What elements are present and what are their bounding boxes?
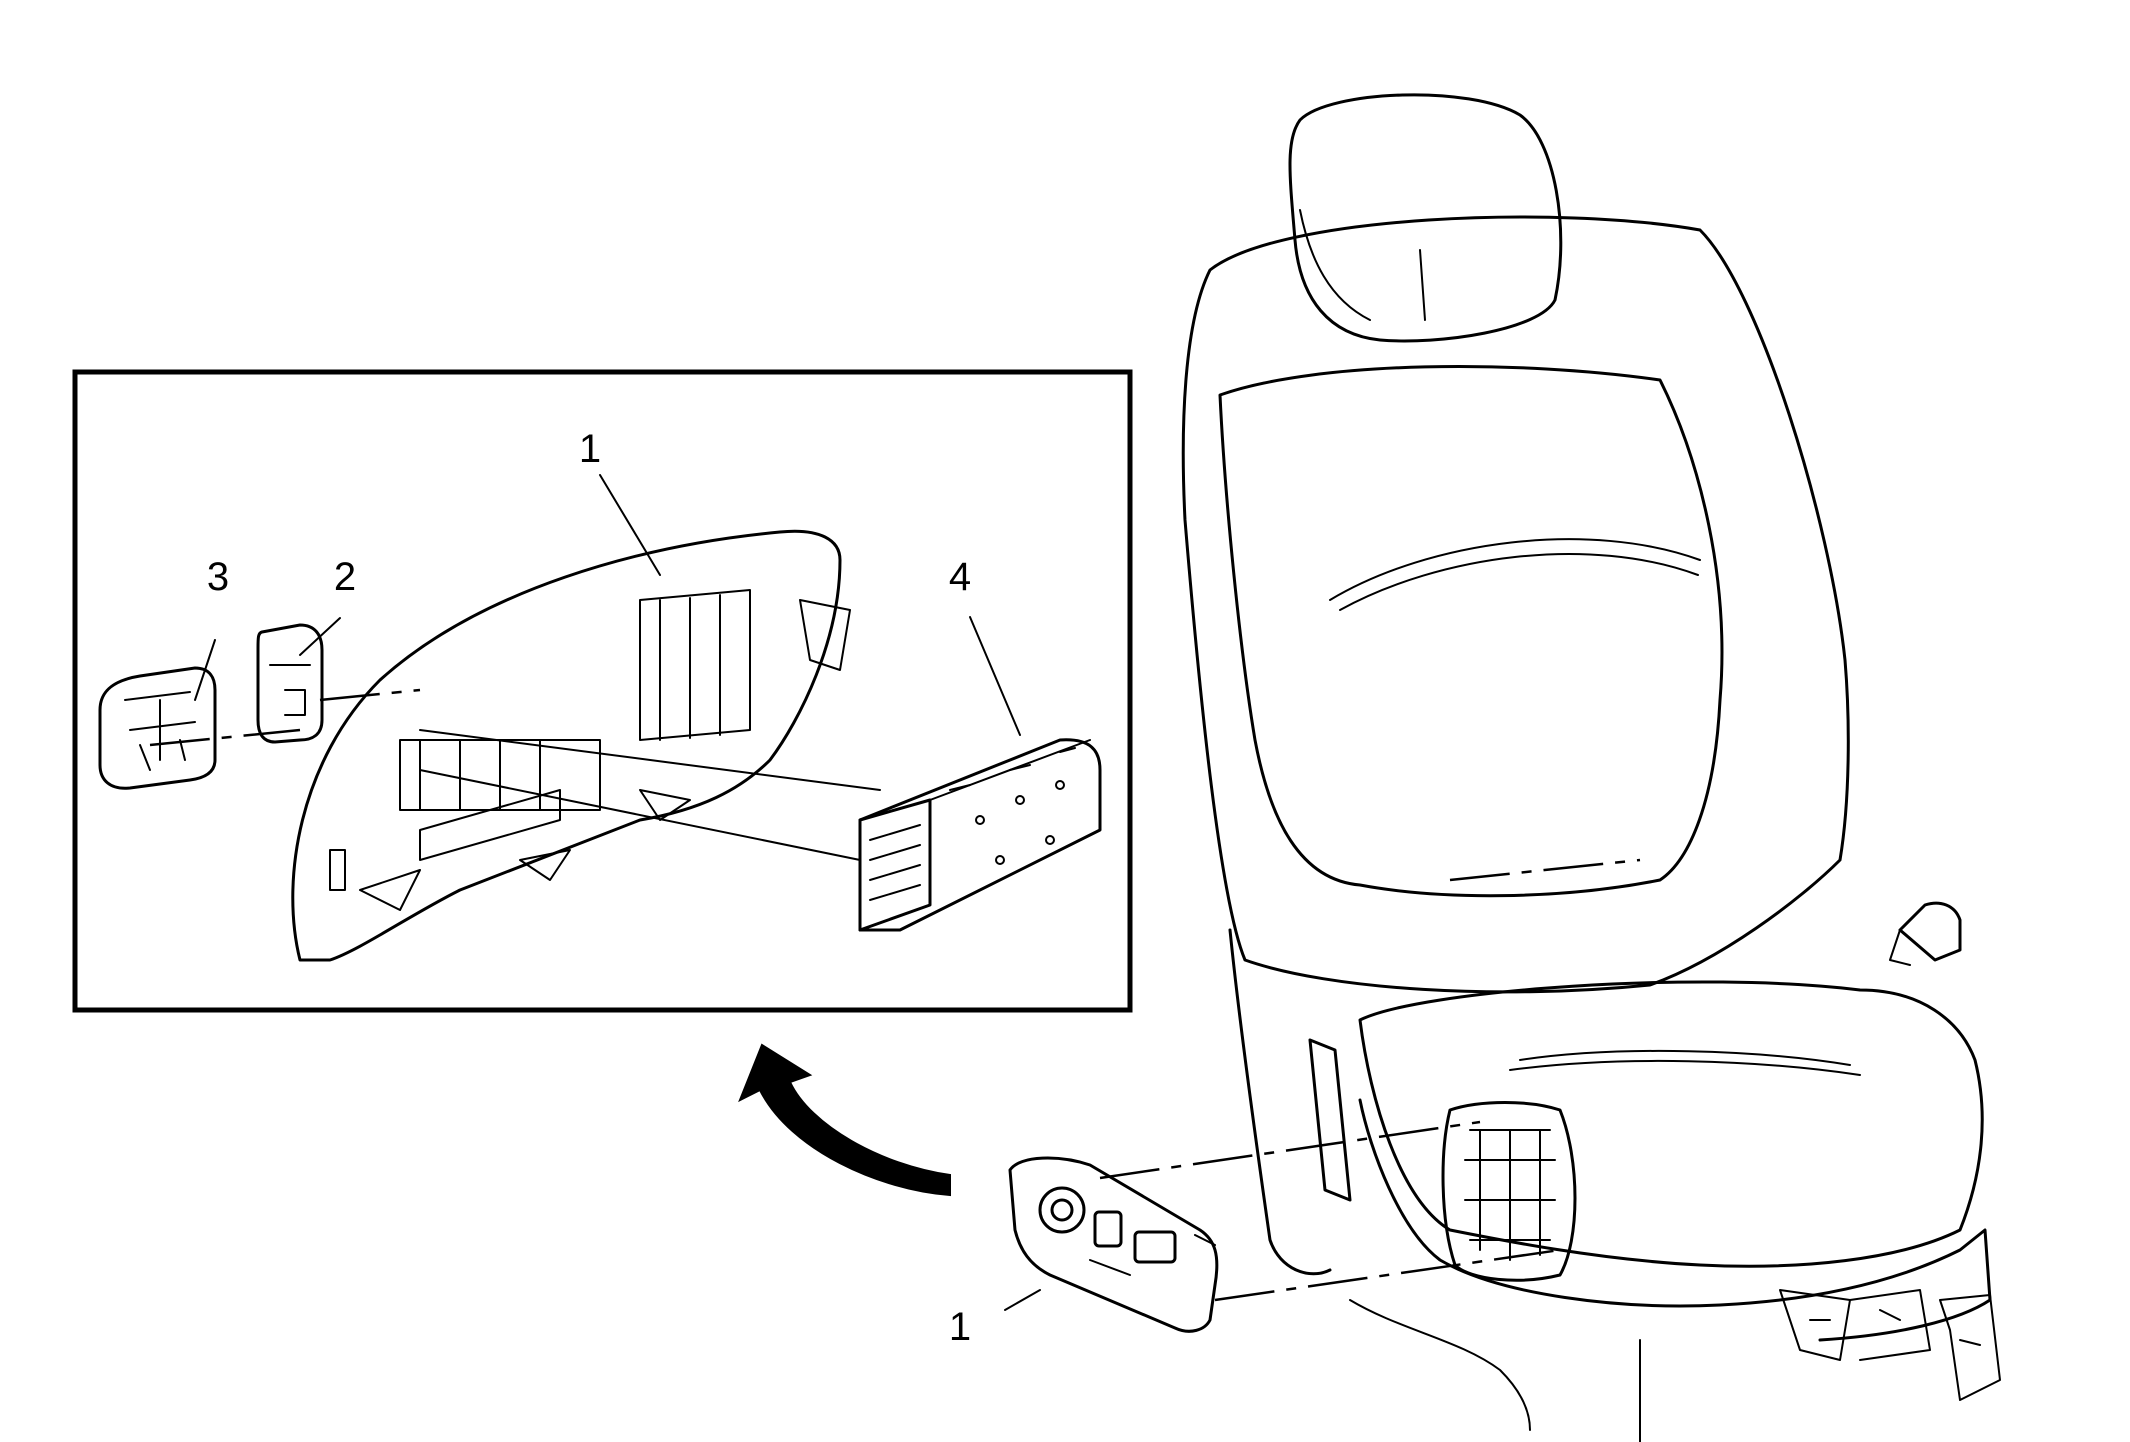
seat-switch-2 (1133, 1230, 1177, 1264)
callout-inset-1: 1 (579, 427, 601, 471)
seat-base (1358, 1098, 1992, 1342)
callout-inset-3: 3 (207, 555, 229, 599)
seat-headrest (1288, 93, 1563, 343)
seat-switch-bezel (1008, 1156, 1219, 1333)
switch-module (858, 738, 1102, 932)
seat-adjuster-switch (98, 666, 217, 790)
callout-inset-2: 2 (334, 555, 356, 599)
seat-switch-1 (1093, 1210, 1123, 1248)
seat-cushion (1358, 980, 1984, 1268)
trim-bezel-panel (291, 529, 851, 962)
seat-illustration (1181, 93, 2001, 1442)
detail-arrow (738, 1043, 951, 1197)
seat-back (1181, 215, 1850, 994)
callout-inset-4: 4 (949, 555, 971, 599)
callout-main-1: 1 (949, 1305, 971, 1349)
seat-back-panel (1218, 365, 1724, 898)
